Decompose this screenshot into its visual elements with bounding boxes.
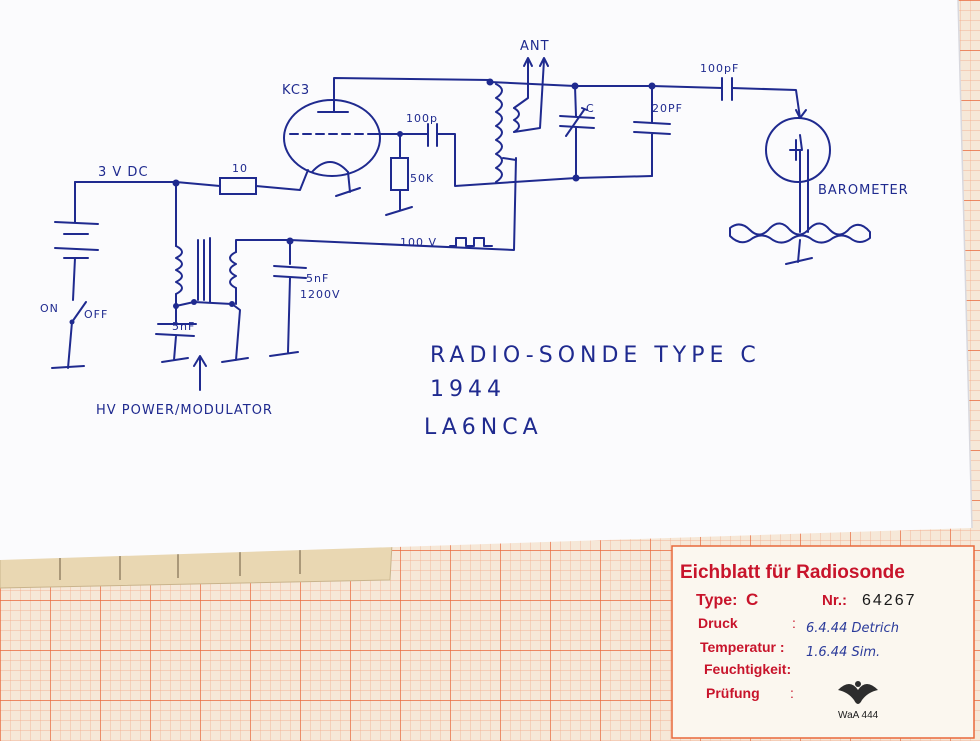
nr-value: 64267 (862, 592, 917, 609)
cap-5nf-mod-label: 5nF (172, 320, 195, 333)
title-line-2: 1944 (430, 377, 506, 402)
barometer-symbol (729, 117, 871, 265)
drawing-sheet (0, 0, 972, 560)
barometer-label: BAROMETER (818, 183, 909, 198)
resistor-10 (219, 169, 309, 195)
temp-value: 1.6.44 Sim. (806, 645, 880, 660)
hv-transformer (175, 182, 307, 357)
voltage-1200-label: 1200V (300, 288, 341, 301)
eagle-stamp-icon (838, 681, 878, 704)
type-label: Type: (696, 592, 737, 609)
calibration-label-card: Eichblatt für Radiosonde Type: C Nr.: 64… (671, 545, 975, 739)
cap-c-label: C (586, 102, 595, 115)
pruef-colon: : (790, 685, 794, 701)
cap-100p-label: 100p (406, 112, 438, 125)
title-block: RADIO-SONDE TYPE C 1944 LA6NCA (424, 343, 761, 440)
hv-label: HV POWER/MODULATOR (96, 403, 273, 418)
druck-colon: : (792, 615, 796, 631)
tube-symbol (283, 77, 491, 197)
on-off-switch (51, 301, 87, 369)
supply-label: 3 V DC (98, 165, 149, 180)
stamp-text: WaA 444 (838, 710, 879, 721)
ant-label: ANT (520, 39, 550, 54)
battery-symbol (54, 181, 99, 301)
switch-off-label: OFF (84, 308, 108, 321)
feucht-label: Feuchtigkeit: (704, 661, 791, 677)
tube-label: KC3 (282, 83, 310, 98)
resistor-10-label: 10 (232, 162, 248, 175)
variable-capacitor (559, 85, 595, 179)
square-wave-label: 100 V (400, 236, 437, 249)
cap-100pf-label: 100pF (700, 62, 739, 75)
cap-5nf-hv-label: 5nF (306, 272, 329, 285)
title-line-1: RADIO-SONDE TYPE C (430, 343, 761, 368)
temp-label: Temperatur : (700, 639, 785, 655)
pruef-label: Prüfung (706, 685, 760, 701)
title-line-3: LA6NCA (424, 415, 543, 440)
druck-value: 6.4.44 Detrich (806, 621, 899, 636)
tank-coil (495, 57, 549, 183)
res-50k-label: 50K (410, 172, 434, 185)
schematic: KC3 3 V DC 10 100p 50K ANT C 20PF 100pF … (40, 39, 909, 418)
switch-on-label: ON (40, 302, 59, 315)
cap-20pf-label: 20PF (652, 102, 683, 115)
resistor-50k (385, 133, 413, 216)
druck-label: Druck (698, 615, 738, 631)
nr-label: Nr.: (822, 592, 847, 609)
capacitor-20pf (633, 85, 671, 177)
capacitor-5nf-mod (155, 305, 197, 363)
label-heading: Eichblatt für Radiosonde (680, 562, 905, 583)
type-value: C (746, 590, 758, 609)
